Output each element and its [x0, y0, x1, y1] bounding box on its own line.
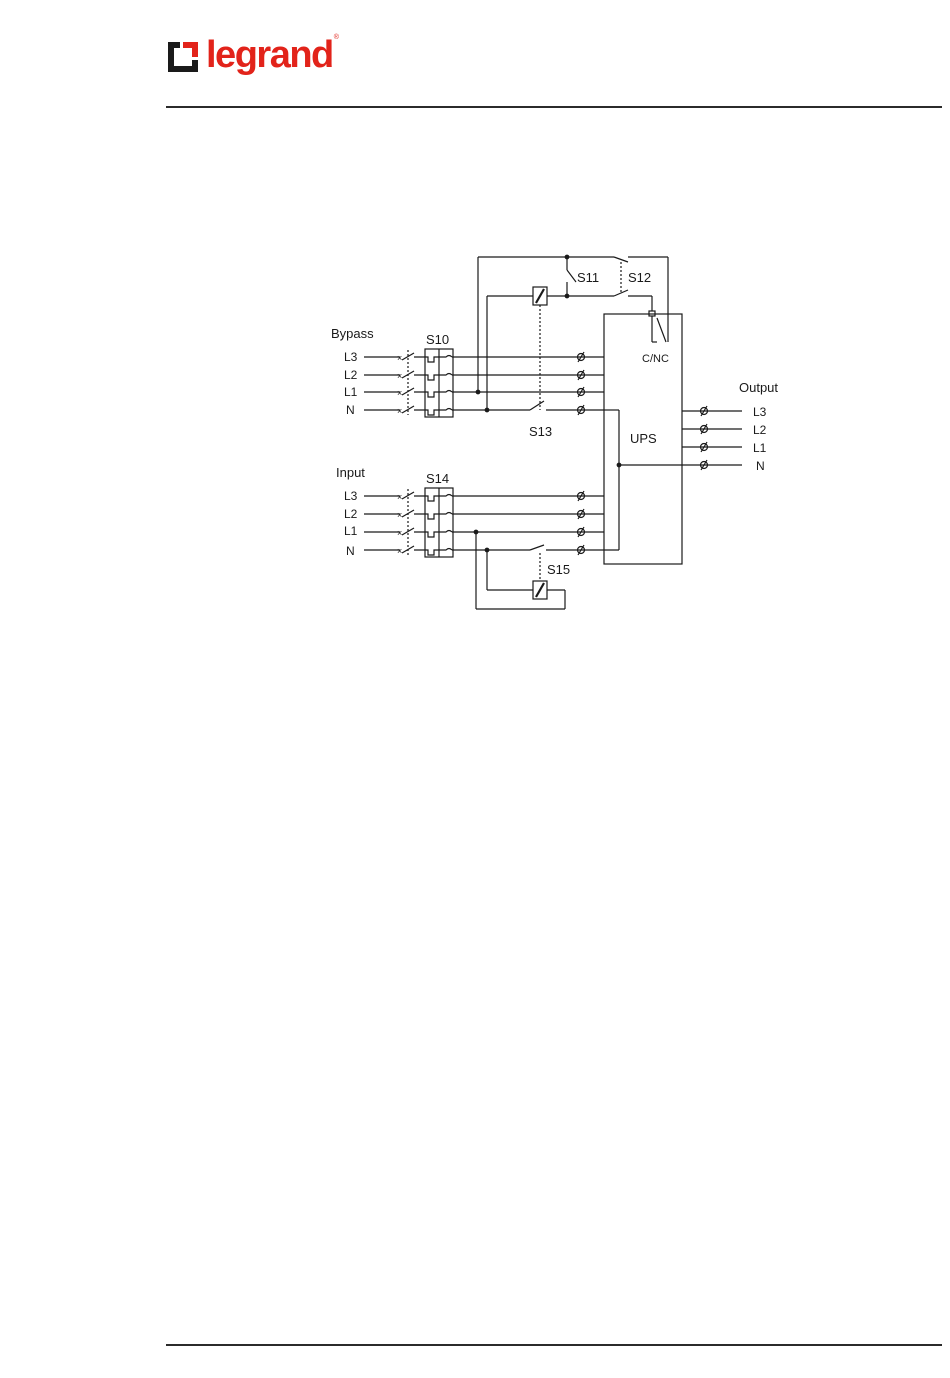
input-l1-label: L1 [344, 524, 358, 538]
s15-label: S15 [547, 562, 570, 577]
cnc-label: C/NC [642, 353, 669, 365]
bypass-label: Bypass [331, 326, 374, 341]
s11-label: S11 [577, 270, 599, 285]
svg-text:×: × [397, 492, 402, 502]
bypass-l1-label: L1 [344, 385, 358, 399]
bypass-lines: L3 L2 L1 N × × × × S10 S13 [344, 332, 604, 439]
svg-text:×: × [397, 528, 402, 538]
s12-label: S12 [628, 270, 651, 285]
input-n-label: N [346, 544, 355, 558]
input-label: Input [336, 465, 365, 480]
control-circuit-bottom: S15 [474, 530, 570, 609]
input-l3-label: L3 [344, 489, 358, 503]
output-l1-label: L1 [753, 441, 767, 455]
svg-text:×: × [397, 371, 402, 381]
input-lines: L3 L2 L1 N × × × × S14 [344, 471, 619, 558]
s14-label: S14 [426, 471, 449, 486]
output-lines: L3 L2 L1 N [682, 405, 767, 473]
input-terminals [578, 491, 585, 555]
bypass-l3-label: L3 [344, 350, 358, 364]
bypass-l2-label: L2 [344, 368, 358, 382]
bypass-n-label: N [346, 403, 355, 417]
ups-label: UPS [630, 431, 657, 446]
output-l3-label: L3 [753, 405, 767, 419]
output-label: Output [739, 380, 778, 395]
output-l2-label: L2 [753, 423, 767, 437]
s13-label: S13 [529, 424, 552, 439]
output-n-label: N [756, 459, 765, 473]
svg-text:×: × [397, 406, 402, 416]
bypass-terminals [578, 352, 585, 415]
control-circuit-top: S11 S12 C/NC [476, 255, 669, 412]
svg-text:×: × [397, 546, 402, 556]
svg-text:×: × [397, 510, 402, 520]
svg-text:×: × [397, 388, 402, 398]
footer-rule [166, 1344, 942, 1346]
input-l2-label: L2 [344, 507, 358, 521]
svg-text:×: × [397, 353, 402, 363]
s10-label: S10 [426, 332, 449, 347]
